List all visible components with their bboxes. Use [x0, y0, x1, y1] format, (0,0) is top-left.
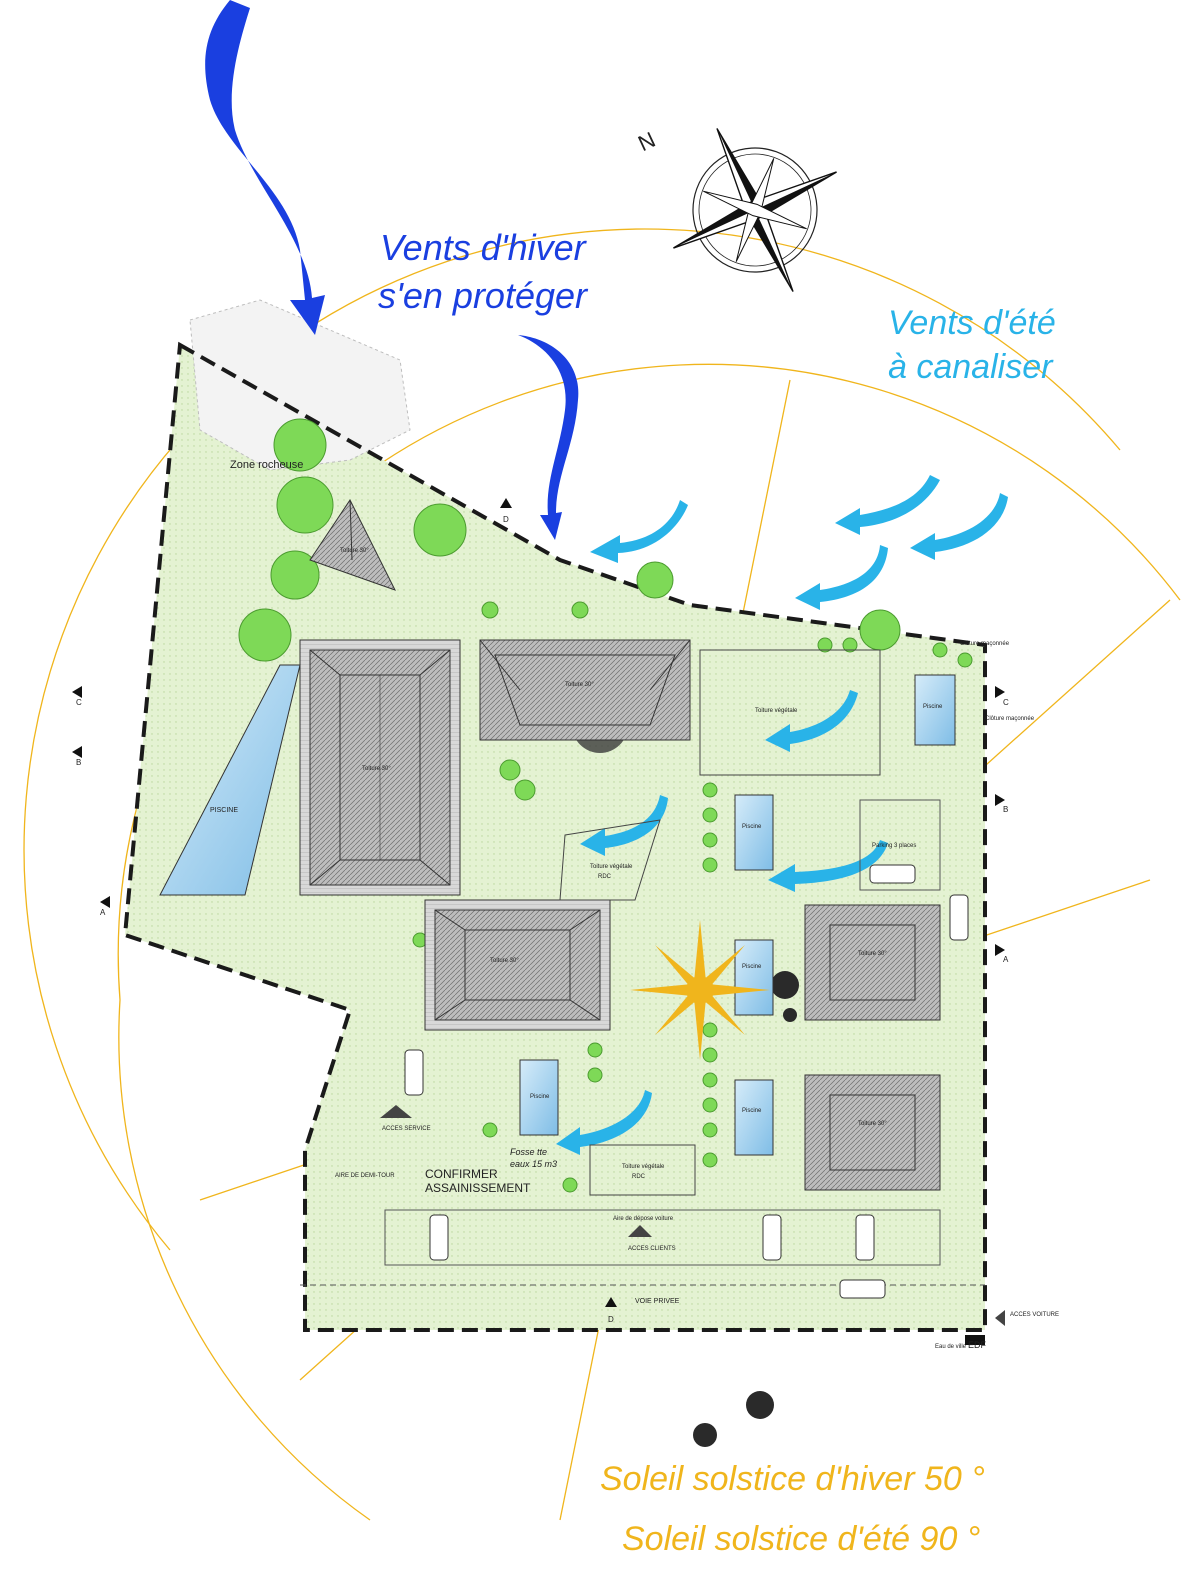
label-access-clients: ACCES CLIENTS	[628, 1246, 676, 1252]
access-markers	[380, 1105, 1005, 1326]
building-north	[479, 639, 691, 741]
label-septic-confirm-1: CONFIRMER	[425, 1167, 498, 1181]
label-pool-3: Piscine	[742, 964, 762, 970]
label-rocky-zone: Zone rocheuse	[230, 459, 303, 471]
label-section-b-right: B	[1003, 805, 1008, 814]
label-edf: EDF	[968, 1340, 987, 1350]
label-roof-west: Toiture 30°	[362, 766, 391, 772]
summer-winds-title: Vents d'été	[888, 304, 1056, 342]
label-rdc-2: RDC	[598, 874, 612, 880]
label-main-pool: PISCINE	[210, 807, 238, 814]
label-wall-2: Clôture maçonnée	[985, 716, 1035, 722]
label-pool-1: Piscine	[923, 704, 943, 710]
section-marks	[72, 498, 1005, 1307]
building-center	[424, 899, 611, 1031]
label-pool-5: Piscine	[530, 1094, 550, 1100]
label-drop-off: Aire de dépose voiture	[613, 1216, 674, 1222]
label-pool-4: Piscine	[742, 1108, 762, 1114]
label-eau-de-ville: Eau de ville	[935, 1344, 967, 1350]
rocky-zone	[189, 299, 411, 471]
label-turnaround: AIRE DE DEMI-TOUR	[335, 1173, 395, 1179]
label-parking-3: Parking 3 places	[872, 843, 916, 849]
building-east-1	[804, 904, 941, 1021]
label-section-c-left: C	[76, 698, 82, 707]
label-rdc-3: RDC	[632, 1174, 646, 1180]
label-roof-north: Toiture 30°	[565, 682, 594, 688]
label-access-voiture: ACCES VOITURE	[1010, 1312, 1059, 1318]
label-roof-pyramid: Toiture 30°	[340, 548, 369, 554]
building-east-2	[804, 1074, 941, 1191]
sun-winter-label: Soleil solstice d'hiver 50 °	[600, 1460, 985, 1498]
label-section-d-bottom: D	[608, 1315, 614, 1324]
label-section-a-left: A	[100, 908, 106, 917]
label-septic-2: eaux 15 m3	[510, 1159, 557, 1169]
label-vegetal-roof-1: Toiture végétale	[755, 708, 798, 714]
winter-winds-title: Vents d'hiver	[380, 227, 588, 268]
small-pools	[519, 674, 956, 1156]
edf-box	[965, 1335, 985, 1345]
cars	[404, 864, 969, 1299]
label-roof-east-2: Toiture 30°	[858, 1121, 887, 1127]
label-access-service: ACCES SERVICE	[382, 1126, 431, 1132]
winter-winds-subtitle: s'en protéger	[378, 275, 589, 316]
building-west	[299, 639, 461, 896]
sun-star-icon	[630, 920, 770, 1060]
label-septic-1: Fosse tte	[510, 1147, 547, 1157]
label-section-c-right: C	[1003, 698, 1009, 707]
summer-wind-arrows	[556, 475, 1008, 1155]
label-voie-privee: VOIE PRIVEE	[635, 1298, 680, 1305]
site-boundary	[122, 341, 987, 1332]
label-section-a-right: A	[1003, 955, 1009, 964]
vegetal-roofs	[559, 649, 881, 1196]
trees	[238, 418, 973, 1193]
plan-labels: Zone rocheuse PISCINE Toiture 30° Toitur…	[76, 459, 1059, 1350]
compass-rose	[673, 128, 837, 292]
summer-winds-subtitle: à canaliser	[888, 348, 1054, 386]
winter-wind-arrows	[205, 0, 579, 540]
label-section-d-top: D	[503, 515, 509, 524]
building-pyramid	[309, 499, 397, 591]
label-roof-east-1: Toiture 30°	[858, 951, 887, 957]
label-septic-confirm-2: ASSAINISSEMENT	[425, 1181, 531, 1195]
sun-summer-label: Soleil solstice d'été 90 °	[622, 1520, 980, 1558]
main-pool	[159, 664, 301, 896]
label-section-b-left: B	[76, 758, 81, 767]
label-vegetal-roof-2: Toiture végétale	[590, 864, 633, 870]
label-vegetal-roof-3: Toiture végétale	[622, 1164, 665, 1170]
label-pool-2: Piscine	[742, 824, 762, 830]
compass-north-label: N	[634, 127, 659, 156]
label-roof-center: Toiture 30°	[490, 958, 519, 964]
label-wall-1: Clôture maçonnée	[960, 641, 1010, 647]
